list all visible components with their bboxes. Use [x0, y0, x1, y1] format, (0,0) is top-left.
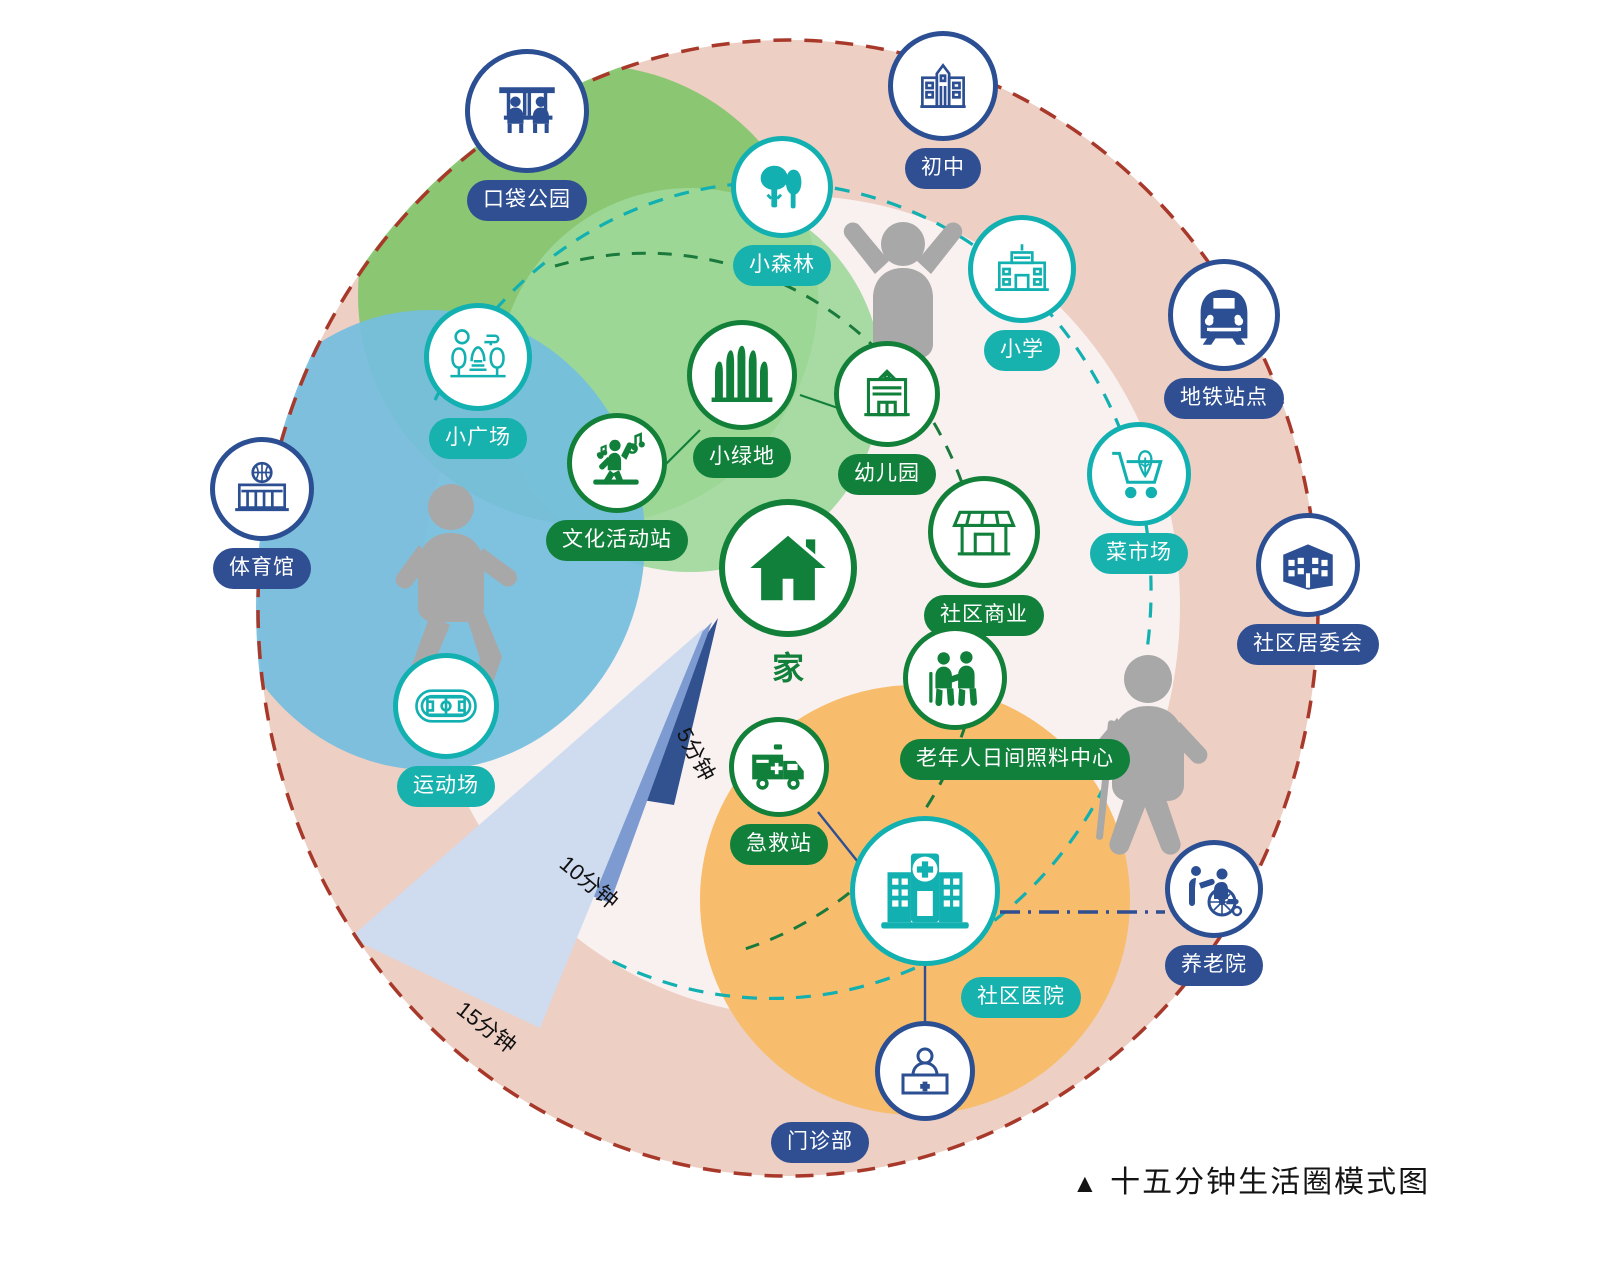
node-kindergarten[interactable]: 幼儿园: [834, 341, 940, 495]
grass-icon: [687, 320, 797, 430]
home-icon: [719, 499, 857, 637]
node-label: 小森林: [733, 245, 831, 286]
dancing-person-icon: [567, 413, 667, 513]
primary-school-icon: [968, 215, 1076, 323]
node-label: 小广场: [429, 418, 527, 459]
hospital-icon: [850, 816, 1000, 966]
node-label: 口袋公园: [467, 180, 587, 221]
ambulance-icon: [729, 717, 829, 817]
home-label: 家: [771, 650, 804, 686]
node-label: 社区商业: [924, 595, 1044, 636]
node-label: 门诊部: [771, 1122, 869, 1163]
node-vegetable-market[interactable]: 菜市场: [1087, 422, 1191, 574]
node-primary-school[interactable]: 小学: [968, 215, 1076, 371]
school-building-icon: [888, 31, 998, 141]
node-culture-station[interactable]: 文化活动站: [546, 413, 688, 561]
node-label: 地铁站点: [1164, 378, 1284, 419]
node-label: 养老院: [1165, 945, 1263, 986]
ring-wedge-15min: [350, 628, 704, 1028]
node-small-plaza[interactable]: 小广场: [424, 303, 532, 459]
node-community-retail[interactable]: 社区商业: [924, 476, 1044, 636]
shop-icon: [928, 476, 1040, 588]
node-community-hospital[interactable]: 社区医院: [850, 816, 1081, 1018]
office-building-icon: [1256, 513, 1360, 617]
trees-icon: [731, 136, 833, 238]
node-label: 社区医院: [961, 977, 1081, 1018]
gym-icon: [210, 437, 314, 541]
node-sports-field[interactable]: 运动场: [393, 653, 499, 807]
node-label: 老年人日间照料中心: [900, 739, 1130, 780]
node-nursing-home[interactable]: 养老院: [1165, 840, 1263, 986]
elderly-care-icon: [903, 626, 1007, 730]
node-label: 幼儿园: [838, 454, 936, 495]
node-little-forest[interactable]: 小森林: [731, 136, 833, 286]
figure-caption: ▲ 十五分钟生活圈模式图: [1072, 1157, 1430, 1201]
stadium-icon: [393, 653, 499, 759]
node-label: 小绿地: [693, 437, 791, 478]
metro-train-icon: [1168, 259, 1280, 371]
node-middle-school[interactable]: 初中: [888, 31, 998, 189]
elderly-person-with-cane-silhouette: [1093, 655, 1208, 855]
node-label: 菜市场: [1090, 533, 1188, 574]
swing-icon: [465, 49, 589, 173]
node-label: 初中: [905, 148, 981, 189]
node-residents-committee[interactable]: 社区居委会: [1237, 513, 1379, 665]
kindergarten-icon: [834, 341, 940, 447]
node-label: 运动场: [397, 766, 495, 807]
caption-text: 十五分钟生活圈模式图: [1110, 1166, 1431, 1199]
node-outpatient[interactable]: 门诊部: [771, 1021, 975, 1169]
node-small-green[interactable]: 小绿地: [687, 320, 797, 478]
node-gymnasium[interactable]: 体育馆: [210, 437, 314, 589]
node-label: 体育馆: [213, 548, 311, 589]
ten-min-boundary: [433, 180, 1153, 1001]
node-home[interactable]: 家: [719, 499, 857, 689]
node-label: 急救站: [730, 824, 828, 865]
node-elderly-day-care[interactable]: 老年人日间照料中心: [840, 626, 1130, 780]
reception-desk-icon: [875, 1021, 975, 1121]
caption-triangle-icon: ▲: [1072, 1168, 1100, 1198]
node-label: 文化活动站: [546, 520, 688, 561]
node-label: 社区居委会: [1237, 624, 1379, 665]
wheelchair-icon: [1165, 840, 1263, 938]
node-pocket-park[interactable]: 口袋公园: [465, 49, 589, 221]
shopping-cart-icon: [1087, 422, 1191, 526]
plaza-fountain-icon: [424, 303, 532, 411]
node-metro-station[interactable]: 地铁站点: [1164, 259, 1284, 419]
node-first-aid[interactable]: 急救站: [729, 717, 829, 865]
node-label: 小学: [984, 330, 1060, 371]
